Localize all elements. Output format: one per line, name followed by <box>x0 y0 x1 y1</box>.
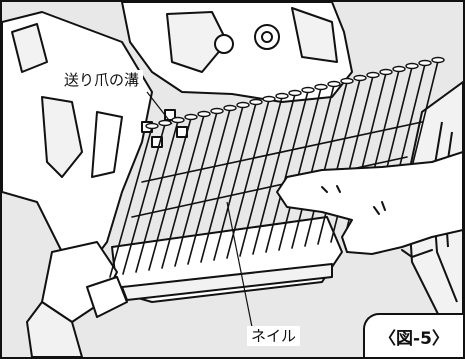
hand <box>276 151 463 258</box>
callout-feed-claw-groove: 送り爪の溝 <box>60 70 144 90</box>
figure-label: 〈図-5〉 <box>379 328 449 349</box>
callout-nail: ネイル <box>247 326 301 346</box>
nailer-body <box>121 2 353 103</box>
nail-strip <box>109 56 445 278</box>
feed-track <box>111 216 343 303</box>
figure-label-tab: 〈図-5〉 <box>363 313 463 357</box>
nose-assembly <box>26 241 128 357</box>
leader-lines <box>146 91 253 328</box>
